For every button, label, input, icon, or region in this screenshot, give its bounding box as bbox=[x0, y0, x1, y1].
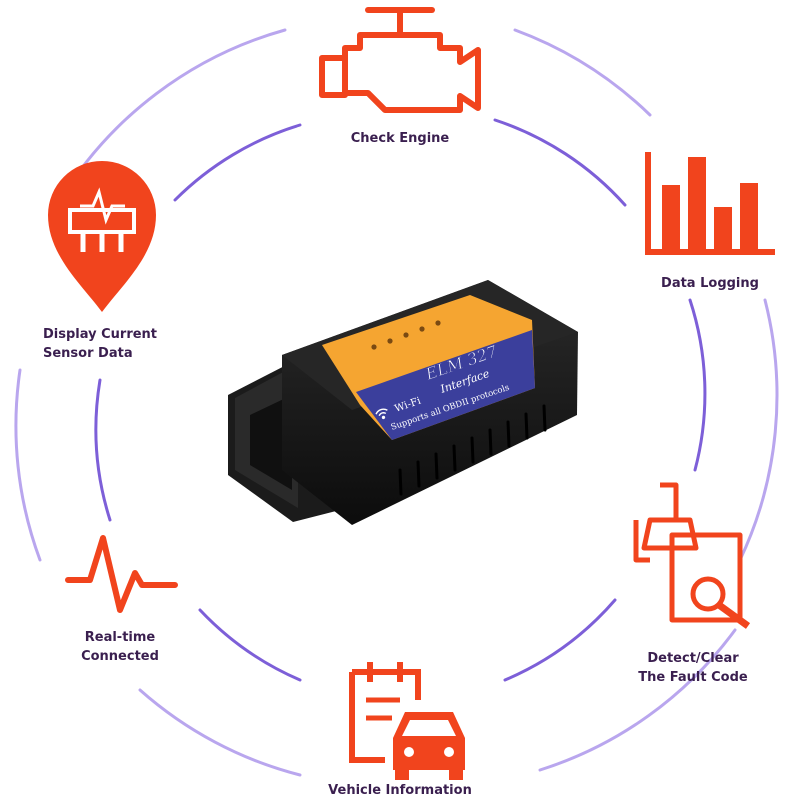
inner-ring-arc bbox=[503, 598, 617, 682]
led bbox=[403, 332, 409, 338]
fault-code-line1: Detect/Clear bbox=[647, 651, 739, 666]
ring-arc bbox=[513, 28, 652, 117]
led bbox=[435, 320, 441, 326]
label-check-engine: Check Engine bbox=[330, 129, 470, 148]
inner-ring bbox=[94, 118, 707, 682]
label-realtime: Real-time Connected bbox=[55, 628, 185, 666]
inner-ring-arc bbox=[493, 118, 627, 207]
data-logging-text: Data Logging bbox=[661, 276, 759, 291]
device-label-blue bbox=[356, 330, 535, 440]
sensor-pin-icon bbox=[48, 161, 156, 312]
label-sensor-data: Display Current Sensor Data bbox=[43, 325, 203, 363]
label-fault-code: Detect/Clear The Fault Code bbox=[618, 649, 768, 687]
ring-arc bbox=[14, 368, 42, 562]
inner-ring-arc bbox=[94, 378, 112, 522]
vehicle-clipboard-icon bbox=[349, 662, 465, 780]
inner-ring-arc bbox=[688, 298, 707, 472]
inner-ring-arc bbox=[198, 608, 302, 682]
vehicle-info-text: Vehicle Information bbox=[328, 783, 472, 798]
fault-code-line2: The Fault Code bbox=[638, 670, 748, 685]
label-vehicle-info: Vehicle Information bbox=[300, 781, 500, 800]
inner-ring-arc bbox=[173, 123, 302, 202]
led bbox=[371, 344, 377, 350]
sensor-data-line1: Display Current bbox=[43, 327, 158, 342]
ring-arc bbox=[538, 628, 737, 772]
ring-arc bbox=[738, 298, 779, 562]
bar-chart-icon bbox=[645, 152, 775, 255]
sensor-data-line2: Sensor Data bbox=[43, 346, 133, 361]
realtime-line2: Connected bbox=[81, 649, 159, 664]
heartbeat-icon bbox=[65, 535, 178, 613]
check-engine-icon bbox=[319, 7, 481, 113]
label-data-logging: Data Logging bbox=[640, 274, 780, 293]
check-engine-text: Check Engine bbox=[350, 131, 450, 146]
wifi-icon bbox=[375, 408, 388, 420]
fault-search-icon bbox=[633, 482, 751, 629]
realtime-line1: Real-time bbox=[84, 630, 156, 645]
obd2-device: ELM 327 Interface Wi-Fi Supports all OBD… bbox=[228, 280, 578, 525]
ring-arc bbox=[138, 688, 302, 777]
led bbox=[419, 326, 425, 332]
led bbox=[387, 338, 393, 344]
